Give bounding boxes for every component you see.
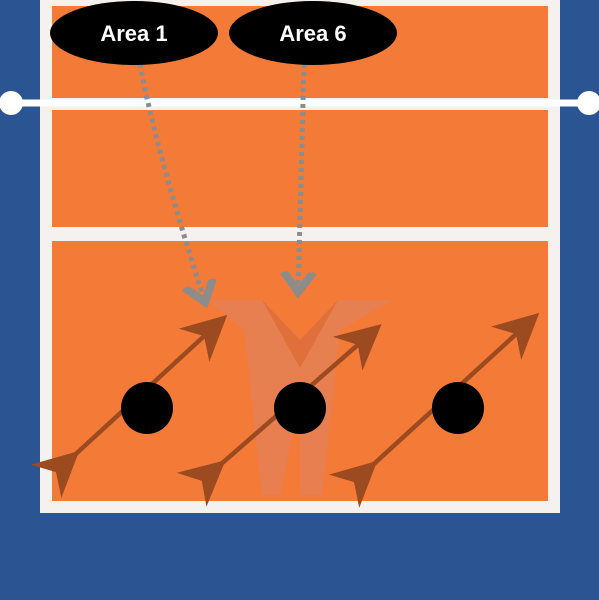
player-left (121, 382, 173, 434)
area-6-text: Area 6 (279, 21, 346, 46)
net-post-left (0, 91, 23, 115)
player-right (432, 382, 484, 434)
serve-path-area-1 (137, 63, 205, 302)
area-1-label: Area 1 (50, 1, 218, 65)
area-1-pill (50, 1, 218, 65)
serve-path-area-6 (298, 63, 304, 292)
player-middle (274, 382, 326, 434)
area-6-pill (229, 1, 397, 65)
area-1-text: Area 1 (100, 21, 167, 46)
net-post-right (577, 91, 599, 115)
area-6-label: Area 6 (229, 1, 397, 65)
